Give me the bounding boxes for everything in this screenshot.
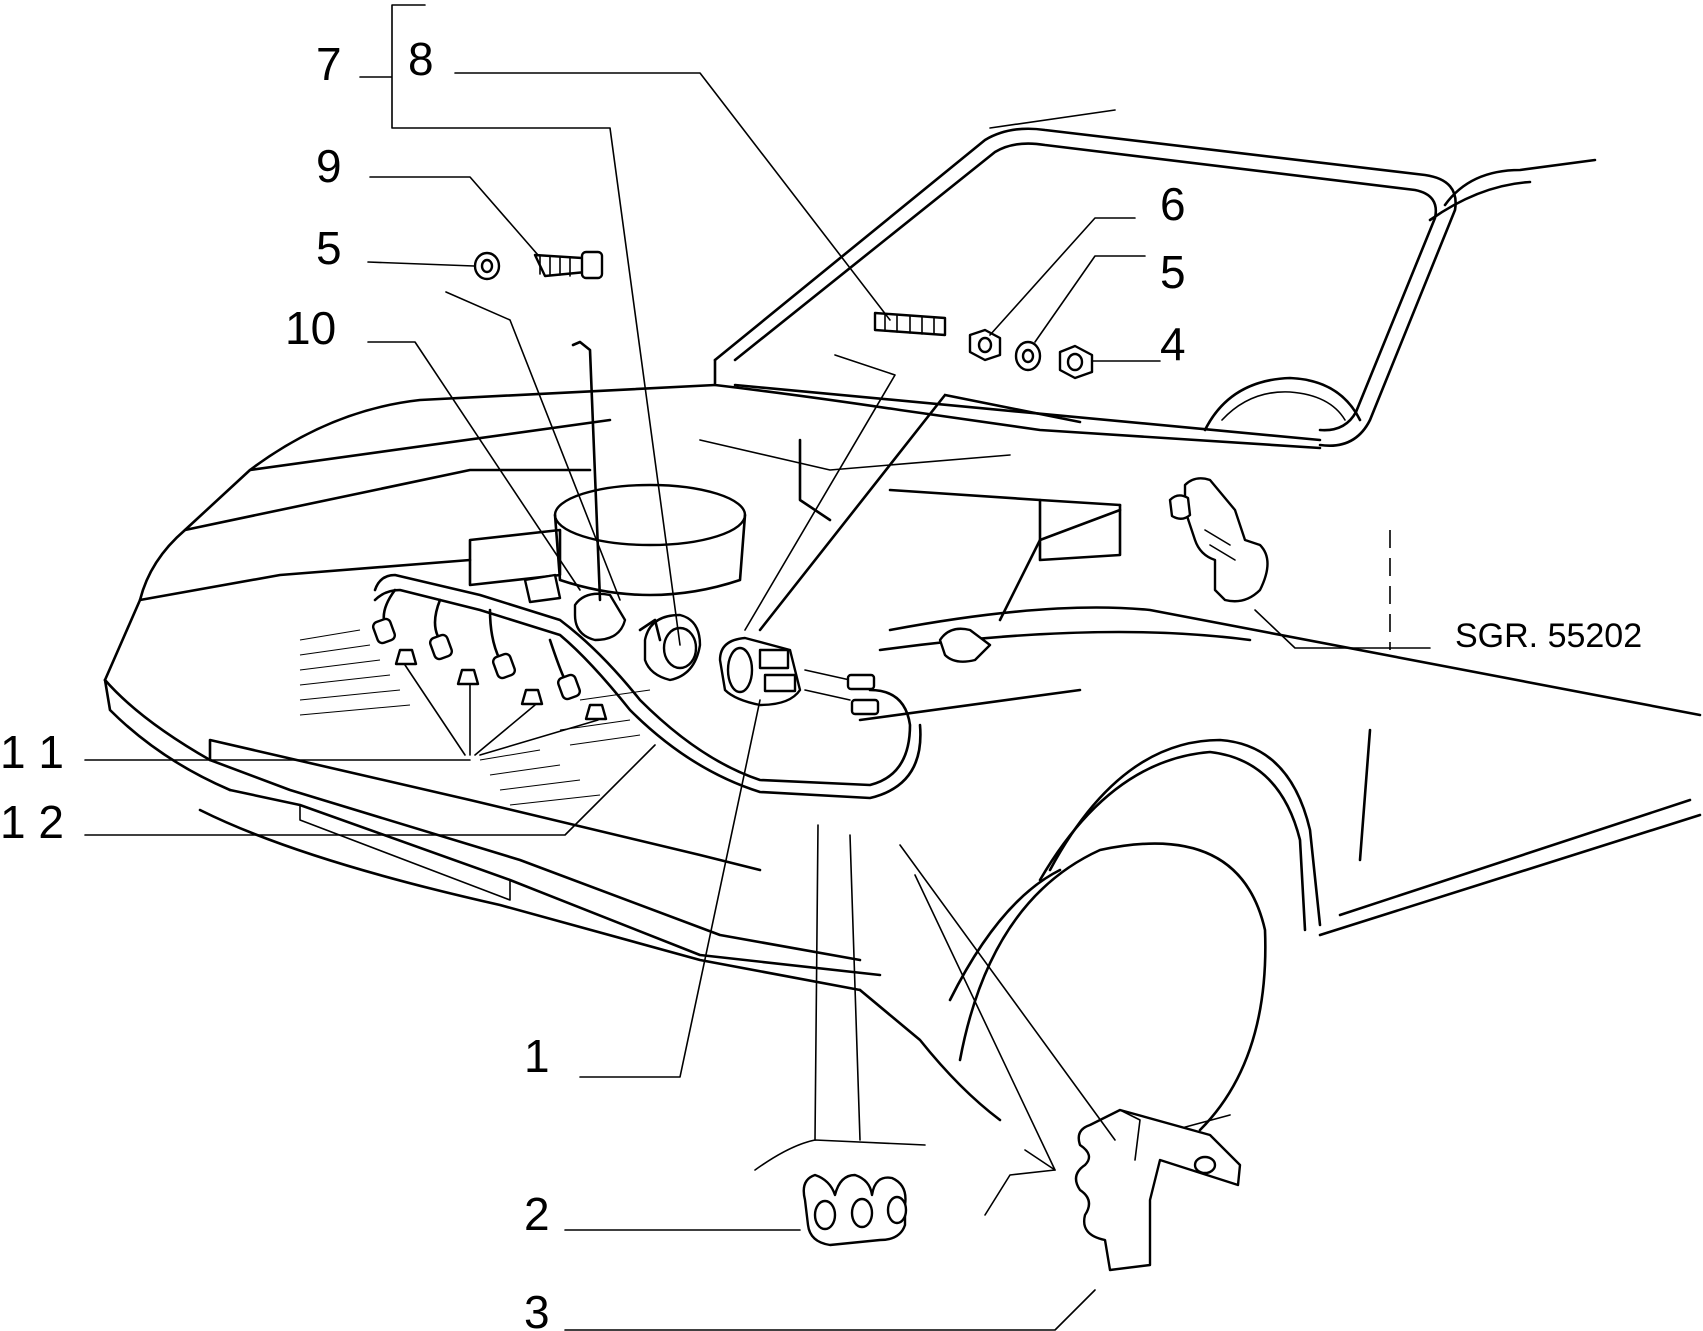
callout-11: 1 1 <box>0 726 64 778</box>
car-body-outline <box>103 109 1702 1151</box>
callout-5-left: 5 <box>316 222 342 274</box>
callout-6: 6 <box>1160 178 1186 230</box>
callout-5-right: 5 <box>1160 246 1186 298</box>
callout-10: 10 <box>285 302 336 354</box>
callout-3: 3 <box>524 1286 550 1331</box>
callout-1: 1 <box>524 1030 550 1082</box>
bracket-part <box>1074 1108 1242 1272</box>
callout-12: 1 2 <box>0 796 64 848</box>
cable-clip-part <box>802 1173 908 1247</box>
reference-code: SGR. 55202 <box>1455 617 1642 655</box>
callout-8: 8 <box>408 33 434 85</box>
leader-lines <box>84 4 1431 1331</box>
ignition-harness <box>371 573 992 800</box>
callout-4: 4 <box>1160 318 1186 370</box>
callout-7: 7 <box>316 38 342 90</box>
callout-2: 2 <box>524 1188 550 1240</box>
door-lock-part <box>1168 477 1269 603</box>
fasteners <box>473 250 1094 380</box>
callout-9: 9 <box>316 140 342 192</box>
